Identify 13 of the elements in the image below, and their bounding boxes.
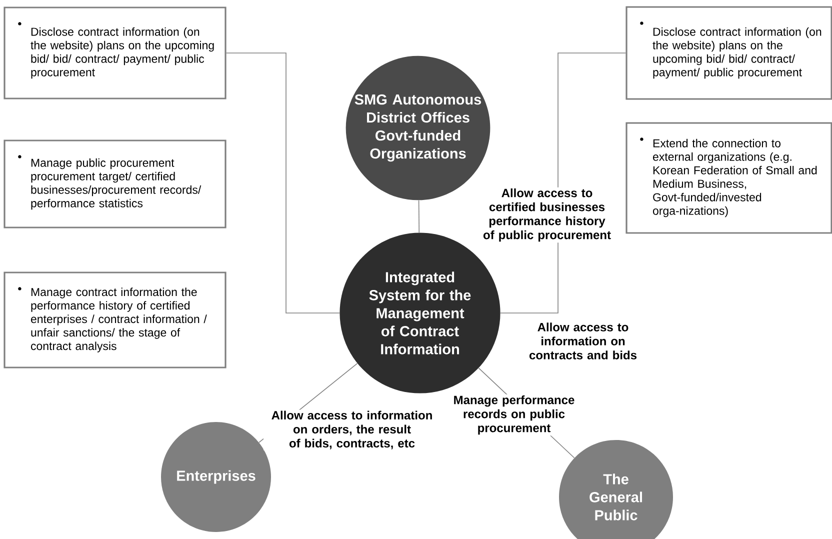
circle-node: Enterprises bbox=[161, 422, 271, 532]
edge-label: Allow access to certified businesses performance history of public procurement bbox=[471, 187, 623, 243]
text-box: Disclose contract information (on the website) plans on the upcoming bid/ bid/ contract/ payment/ public procurement bbox=[4, 6, 226, 100]
text-box: Manage public procurement procurement target/ certified businesses/procurement records/ performance statistics bbox=[4, 140, 226, 228]
edge-label: Manage performance records on public procurement bbox=[438, 394, 590, 436]
text-box: Manage contract information the performance history of certified enterprises / contract information / unfair sanctions/ the stage of contract analysis bbox=[4, 272, 226, 368]
annotation-text: Allow access to information on contracts and bids bbox=[529, 322, 637, 360]
text-box: Disclose contract information (on the website) plans on the upcoming bid/ bid/ contract/ payment/ public procurement bbox=[626, 6, 832, 100]
edge-label: Allow access to information on orders, the result of bids, contracts, etc bbox=[264, 410, 440, 450]
connector-line bbox=[418, 200, 420, 233]
connector-line bbox=[226, 52, 340, 314]
text-box: Extend the connection to external organizations (e.g. Korean Federation of Small and Medium Business, Govt-funded/invested orga-nizations) bbox=[626, 122, 832, 234]
circle-node: SMG Autonomous District Offices Govt-funded Organizations bbox=[346, 56, 490, 200]
